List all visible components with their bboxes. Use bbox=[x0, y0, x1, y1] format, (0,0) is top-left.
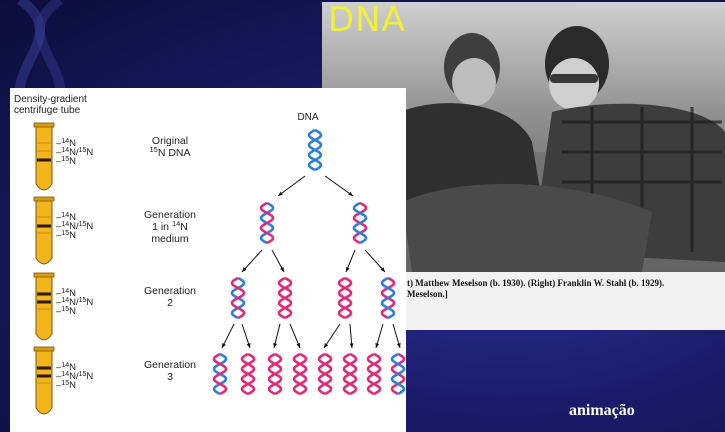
density-band bbox=[37, 143, 51, 144]
caption-line-1: t) Matthew Meselson (b. 1930). (Right) F… bbox=[407, 278, 723, 289]
density-band bbox=[37, 217, 51, 218]
dna-double-helix bbox=[269, 354, 281, 394]
generation-label: 2 bbox=[167, 297, 173, 309]
replication-arrow bbox=[324, 324, 340, 348]
density-band bbox=[37, 309, 51, 310]
replication-arrow bbox=[350, 324, 354, 348]
dna-double-helix bbox=[354, 203, 366, 243]
photo-caption: t) Matthew Meselson (b. 1930). (Right) F… bbox=[407, 278, 723, 300]
dna-double-helix bbox=[368, 354, 380, 394]
caption-line-2: Meselson.] bbox=[407, 289, 723, 300]
isotope-label: –15N bbox=[56, 156, 76, 168]
replication-arrow bbox=[375, 324, 383, 348]
density-band bbox=[37, 375, 51, 378]
dna-double-helix bbox=[279, 278, 291, 318]
density-band bbox=[37, 293, 51, 296]
tube-cap bbox=[34, 197, 54, 201]
density-band bbox=[37, 159, 51, 162]
density-band bbox=[37, 301, 51, 304]
replication-arrow bbox=[393, 324, 401, 348]
replication-arrow bbox=[346, 250, 355, 272]
centrifuge-tube bbox=[36, 276, 52, 340]
density-band bbox=[37, 151, 51, 152]
generation-label: 15N DNA bbox=[149, 145, 190, 160]
isotope-label: –15N bbox=[56, 230, 76, 242]
replication-arrow bbox=[242, 250, 262, 272]
replication-arrow bbox=[273, 324, 280, 348]
centrifuge-tube bbox=[36, 200, 52, 264]
dna-double-helix bbox=[294, 354, 306, 394]
replication-diagram: Density-gradient centrifuge tube DNA –14… bbox=[10, 88, 406, 432]
density-band bbox=[37, 367, 51, 370]
replication-arrow bbox=[222, 324, 234, 348]
dna-double-helix bbox=[392, 354, 404, 394]
dna-double-helix bbox=[309, 130, 321, 170]
replication-arrow bbox=[278, 176, 305, 196]
animation-link[interactable]: animação bbox=[569, 402, 635, 420]
dna-double-helix bbox=[232, 278, 244, 318]
generation-label: Generation bbox=[144, 359, 196, 371]
isotope-label: –15N bbox=[56, 306, 76, 318]
centrifuge-tube bbox=[36, 350, 52, 414]
tube-cap bbox=[34, 347, 54, 351]
density-band bbox=[37, 383, 51, 384]
replication-arrow bbox=[325, 176, 353, 196]
slide-title: DNA bbox=[328, 0, 406, 40]
generation-label: 1 in 14N bbox=[152, 219, 188, 234]
diagram-canvas: Density-gradient centrifuge tube DNA –14… bbox=[10, 88, 406, 432]
dna-double-helix bbox=[242, 354, 254, 394]
dna-label: DNA bbox=[297, 112, 318, 123]
density-band bbox=[37, 233, 51, 234]
generation-label: Generation bbox=[144, 285, 196, 297]
tube-header-line-1: Density-gradient bbox=[14, 94, 87, 105]
replication-arrow bbox=[272, 250, 284, 272]
replication-arrow bbox=[242, 324, 250, 348]
replication-arrow bbox=[365, 250, 385, 272]
generation-label: medium bbox=[151, 233, 189, 245]
generation-label: Generation bbox=[144, 209, 196, 221]
tube-cap bbox=[34, 273, 54, 277]
density-band bbox=[37, 225, 51, 228]
dna-double-helix bbox=[382, 278, 394, 318]
tube-header-line-2: centrifuge tube bbox=[14, 105, 81, 116]
centrifuge-tube bbox=[36, 126, 52, 190]
dna-double-helix bbox=[344, 354, 356, 394]
dna-double-helix bbox=[261, 203, 273, 243]
dna-double-helix bbox=[214, 354, 226, 394]
generation-label: 3 bbox=[167, 371, 173, 383]
dna-double-helix bbox=[339, 278, 351, 318]
isotope-label: –15N bbox=[56, 380, 76, 392]
replication-arrow bbox=[290, 324, 300, 348]
tube-cap bbox=[34, 123, 54, 127]
dna-double-helix bbox=[319, 354, 331, 394]
